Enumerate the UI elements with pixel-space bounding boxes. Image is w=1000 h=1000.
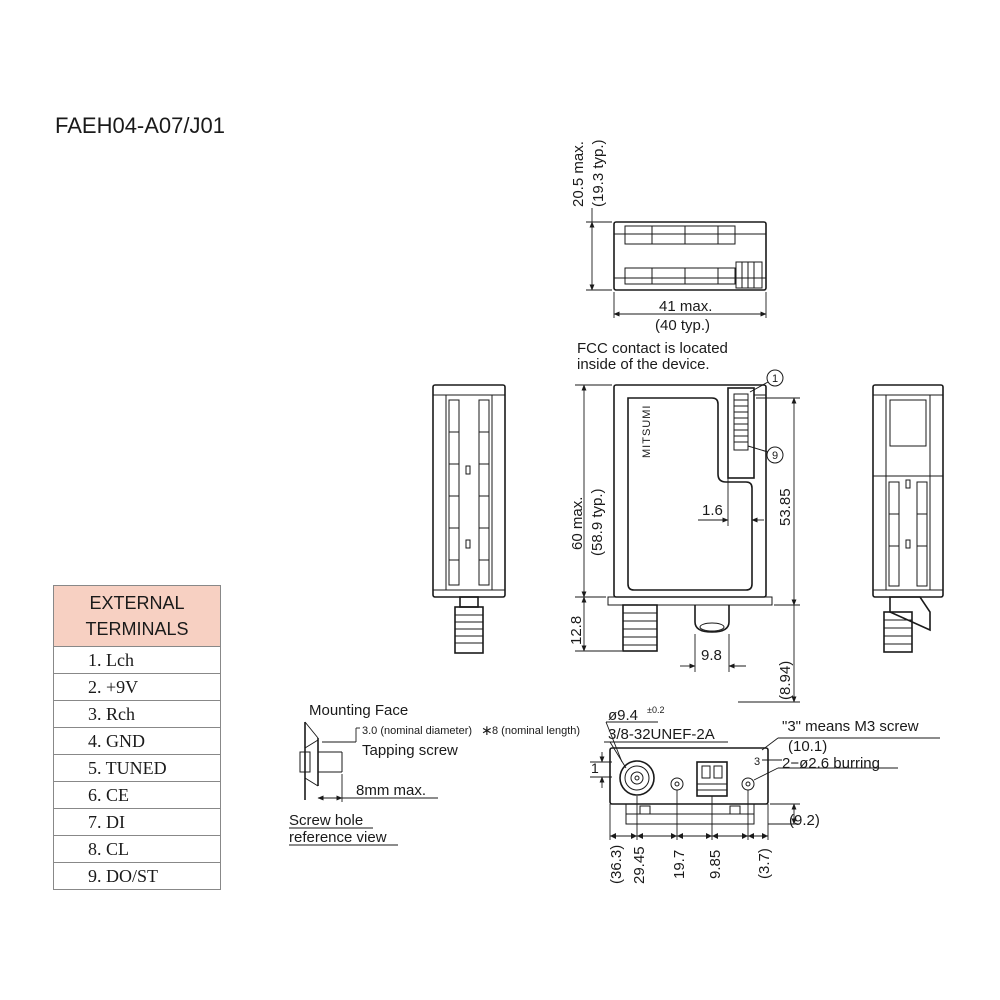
brand-label: MITSUMI [641, 405, 653, 458]
bottom-diameter: ø9.4 [608, 707, 638, 724]
dim-9-2: (9.2) [789, 812, 820, 829]
table-row: 6. CE [53, 781, 221, 809]
front-height-typ: (58.9 typ.) [589, 488, 606, 556]
screw-ref-line1: Screw hole [289, 812, 363, 829]
terminals-header-line2: TERMINALS [85, 619, 189, 639]
m3-hole-label: 3 [754, 756, 760, 768]
terminal-cell: 8. CL [53, 835, 221, 863]
dim-3-7: (3.7) [756, 848, 773, 879]
screw-spec-separator: ∗ [481, 722, 493, 738]
table-row: 4. GND [53, 727, 221, 755]
bottom-diameter-tolerance: ±0.2 [647, 705, 664, 715]
external-terminals-table: EXTERNAL TERMINALS 1. Lch 2. +9V 3. Rch … [53, 585, 221, 890]
dim-1: 1 [591, 760, 599, 776]
right-side-view [872, 384, 944, 653]
terminal-cell: 9. DO/ST [53, 862, 221, 890]
dim-29-45: 29.45 [631, 846, 648, 884]
table-row: 1. Lch [53, 646, 221, 674]
terminal-cell: 3. Rch [53, 700, 221, 728]
top-width-max: 41 max. [659, 298, 712, 315]
dim-19-7: 19.7 [671, 850, 688, 879]
pin-1-label: 1 [772, 373, 778, 385]
terminals-header-row: EXTERNAL TERMINALS [53, 585, 221, 647]
screw-detail [289, 721, 438, 846]
dim-1-6: 1.6 [702, 502, 723, 519]
front-view [575, 369, 800, 703]
dim-9-8: 9.8 [701, 647, 722, 664]
bottom-view [590, 721, 940, 840]
table-row: 9. DO/ST [53, 862, 221, 890]
table-row: 5. TUNED [53, 754, 221, 782]
tapping-screw-label: Tapping screw [362, 742, 458, 759]
dim-53-85: 53.85 [777, 488, 794, 526]
top-height-max: 20.5 max. [570, 141, 587, 207]
terminal-cell: 5. TUNED [53, 754, 221, 782]
dim-9-85: 9.85 [707, 850, 724, 879]
dim-12-8: 12.8 [568, 616, 585, 645]
terminal-cell: 7. DI [53, 808, 221, 836]
terminal-cell: 2. +9V [53, 673, 221, 701]
front-height-max: 60 max. [569, 497, 586, 550]
table-row: 2. +9V [53, 673, 221, 701]
screw-length-spec: 8 (nominal length) [492, 725, 580, 737]
terminal-cell: 4. GND [53, 727, 221, 755]
screw-max-length: 8mm max. [356, 782, 426, 799]
dim-36-3: (36.3) [608, 845, 625, 884]
screw-ref-line2: reference view [289, 829, 387, 846]
top-width-typ: (40 typ.) [655, 317, 710, 334]
table-row: 8. CL [53, 835, 221, 863]
top-height-typ: (19.3 typ.) [590, 139, 607, 207]
fcc-note-line2: inside of the device. [577, 356, 710, 373]
dim-8-94: (8.94) [777, 661, 794, 700]
pin-9-label: 9 [772, 450, 778, 462]
left-side-view [432, 384, 506, 654]
terminal-cell: 1. Lch [53, 646, 221, 674]
burring-note: 2−ø2.6 burring [782, 755, 880, 772]
table-row: 7. DI [53, 808, 221, 836]
terminals-header-line1: EXTERNAL [89, 593, 185, 613]
bottom-thread-spec: 3/8-32UNEF-2A [608, 726, 715, 743]
table-row: 3. Rch [53, 700, 221, 728]
dim-10-1: (10.1) [788, 738, 827, 755]
m3-screw-note: "3" means M3 screw [782, 718, 919, 735]
terminal-cell: 6. CE [53, 781, 221, 809]
fcc-note-line1: FCC contact is located [577, 340, 728, 357]
mounting-face-label: Mounting Face [309, 702, 408, 719]
screw-diameter-spec: 3.0 (nominal diameter) [362, 725, 472, 737]
terminals-header: EXTERNAL TERMINALS [53, 585, 221, 647]
top-view [586, 208, 767, 318]
model-title: FAEH04-A07/J01 [55, 113, 225, 138]
